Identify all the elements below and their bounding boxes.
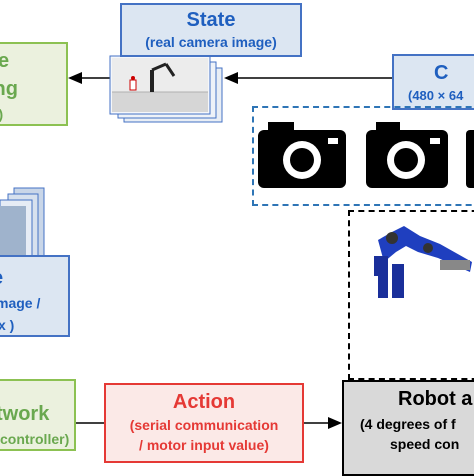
network-title: twork	[0, 403, 50, 425]
robot-line2: (4 degrees of f	[360, 416, 456, 432]
arrowhead-robot	[328, 417, 342, 429]
network-box: twork controller)	[0, 379, 76, 451]
arrowhead-state	[224, 72, 238, 84]
camera-box: C (480 × 64	[392, 54, 474, 110]
image-stack	[0, 187, 45, 263]
camera-icon	[366, 122, 448, 188]
image-box-line3: x )	[0, 317, 15, 333]
action-title: Action	[172, 391, 236, 413]
action-line1: (serial communication	[129, 417, 279, 433]
state-title: State	[186, 9, 236, 31]
camera-image-stack	[109, 55, 223, 123]
image-box: e mage / x )	[0, 255, 70, 337]
network-subtitle: controller)	[0, 431, 70, 447]
robot-title: Robot a	[398, 388, 473, 410]
preprocessing-box: e ing n)	[0, 42, 68, 126]
action-line2: / motor input value)	[139, 437, 269, 453]
camera-title: C	[434, 62, 449, 84]
camera-icon	[258, 122, 346, 188]
camera-resolution: (480 × 64	[408, 88, 464, 103]
image-box-line2: mage /	[0, 295, 41, 311]
robot-frame	[348, 210, 474, 380]
state-subtitle: (real camera image)	[145, 34, 277, 50]
preprocessing-line3: n)	[0, 106, 3, 122]
state-box: State (real camera image)	[120, 3, 302, 57]
action-box: Action (serial communication / motor inp…	[104, 383, 304, 463]
camera-group	[252, 106, 474, 206]
camera-icon	[466, 130, 474, 188]
robot-arm-photo	[374, 226, 472, 298]
preprocessing-line1: e	[0, 50, 10, 72]
image-box-line1: e	[0, 267, 3, 290]
robot-box: Robot a (4 degrees of f speed con	[342, 380, 474, 476]
arrowhead-preprocessing	[68, 72, 82, 84]
robot-line3: speed con	[390, 436, 460, 452]
preprocessing-line2: ing	[0, 78, 18, 100]
